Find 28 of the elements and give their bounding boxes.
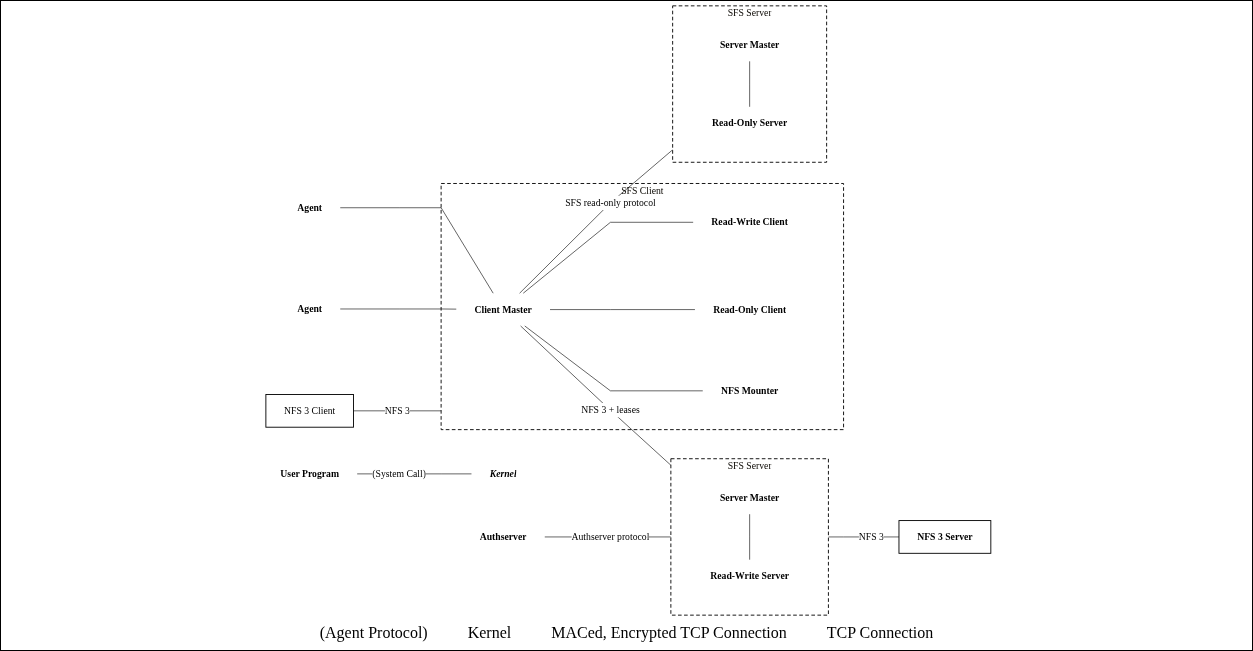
node-text: Read-Only Server — [712, 117, 788, 129]
note-text: Kernel — [467, 624, 512, 642]
node-text: User Program — [280, 468, 339, 479]
note-text: MACed, Encrypted TCP Connection — [551, 624, 787, 642]
node-box: NFS 3 Client — [265, 394, 354, 428]
connector — [520, 325, 672, 466]
connector — [519, 149, 673, 294]
edge-label: Authserver protocol — [571, 531, 650, 542]
node-text: Read-Write Server — [710, 570, 790, 581]
note-text: (Agent Protocol) — [319, 624, 428, 642]
connector — [339, 308, 457, 310]
node-text: Client Master — [474, 304, 532, 315]
node-text: Server Master — [719, 492, 780, 503]
node-text: Agent — [297, 303, 323, 314]
node-text: Read-Only Client — [713, 304, 787, 315]
node-text: Read-Write Client — [711, 216, 788, 228]
edge-label: (System Call) — [372, 468, 426, 479]
node-box: NFS 3 Server — [898, 520, 992, 554]
edge-label: NFS 3 + leases — [581, 404, 640, 416]
node-text: Server Master — [719, 39, 780, 50]
edge-label: SFS read-only protocol — [565, 197, 656, 208]
node-text: Agent — [297, 202, 323, 213]
node-text: NFS Mounter — [720, 385, 779, 396]
edge-label: NFS 3 — [384, 405, 410, 416]
node-text: Kernel — [489, 468, 517, 479]
node-text: Authserver — [479, 531, 527, 542]
edge-label: NFS 3 — [858, 531, 884, 542]
note-text: TCP Connection — [826, 624, 934, 642]
